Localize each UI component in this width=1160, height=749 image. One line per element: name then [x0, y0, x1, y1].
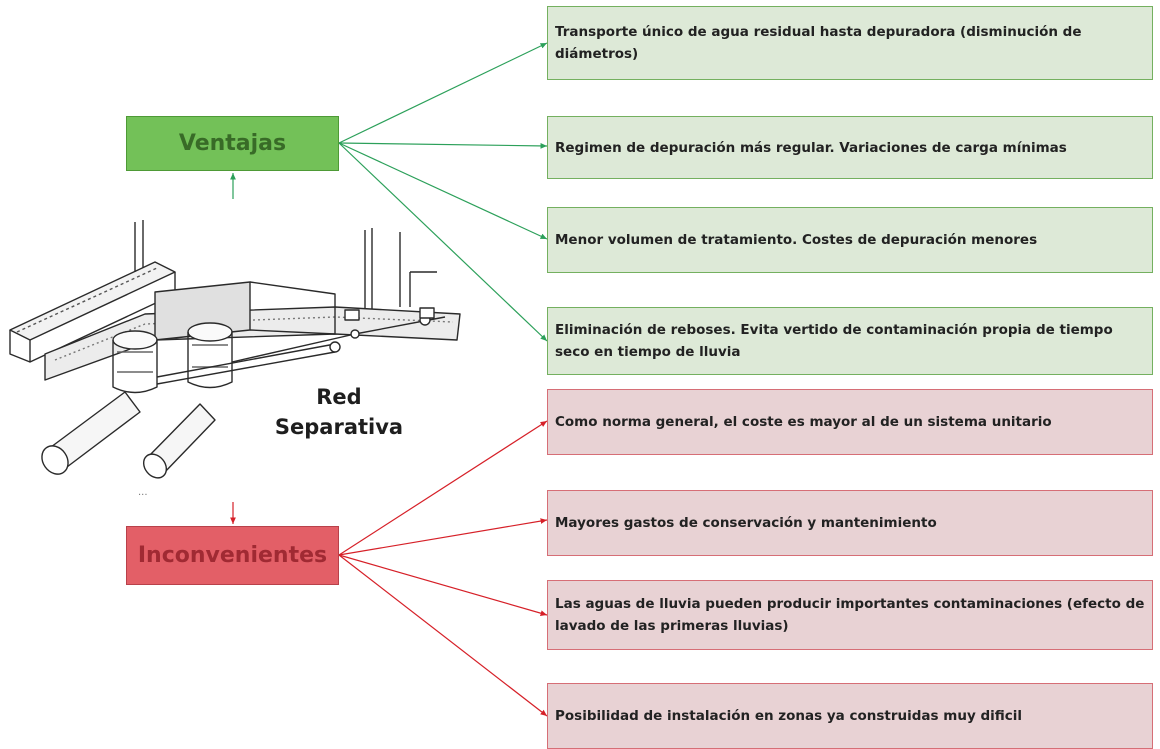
advantage-item-2: Regimen de depuración más regular. Varia… [547, 116, 1153, 179]
connector-ventajas-3 [338, 142, 548, 240]
connector-ventajas-4 [338, 142, 548, 342]
connector-inconvenientes-2 [338, 518, 548, 556]
connector-inconvenientes-4 [338, 554, 548, 717]
advantage-item-4: Eliminación de reboses. Evita vertido de… [547, 307, 1153, 375]
disadvantage-item-1: Como norma general, el coste es mayor al… [547, 389, 1153, 455]
red-separativa-line-2: Separativa [274, 415, 404, 439]
advantage-item-1: Transporte único de agua residual hasta … [547, 6, 1153, 80]
red-separativa-label: Red Separativa [264, 382, 414, 442]
connector-inconvenientes-3 [338, 554, 548, 616]
ellipsis-mark: ... [138, 487, 148, 498]
ventajas-heading: Ventajas [126, 116, 339, 171]
connector-inconvenientes-1 [338, 420, 548, 556]
connector-ventajas-2 [338, 142, 548, 149]
disadvantage-item-3: Las aguas de lluvia pueden producir impo… [547, 580, 1153, 650]
connector-ventajas-1 [338, 42, 548, 144]
inconvenientes-heading: Inconvenientes [126, 526, 339, 585]
advantage-item-3: Menor volumen de tratamiento. Costes de … [547, 207, 1153, 273]
disadvantage-item-4: Posibilidad de instalación en zonas ya c… [547, 683, 1153, 749]
red-separativa-line-1: Red [316, 385, 362, 409]
separate-sewer-illustration [9, 220, 461, 479]
disadvantage-item-2: Mayores gastos de conservación y manteni… [547, 490, 1153, 556]
